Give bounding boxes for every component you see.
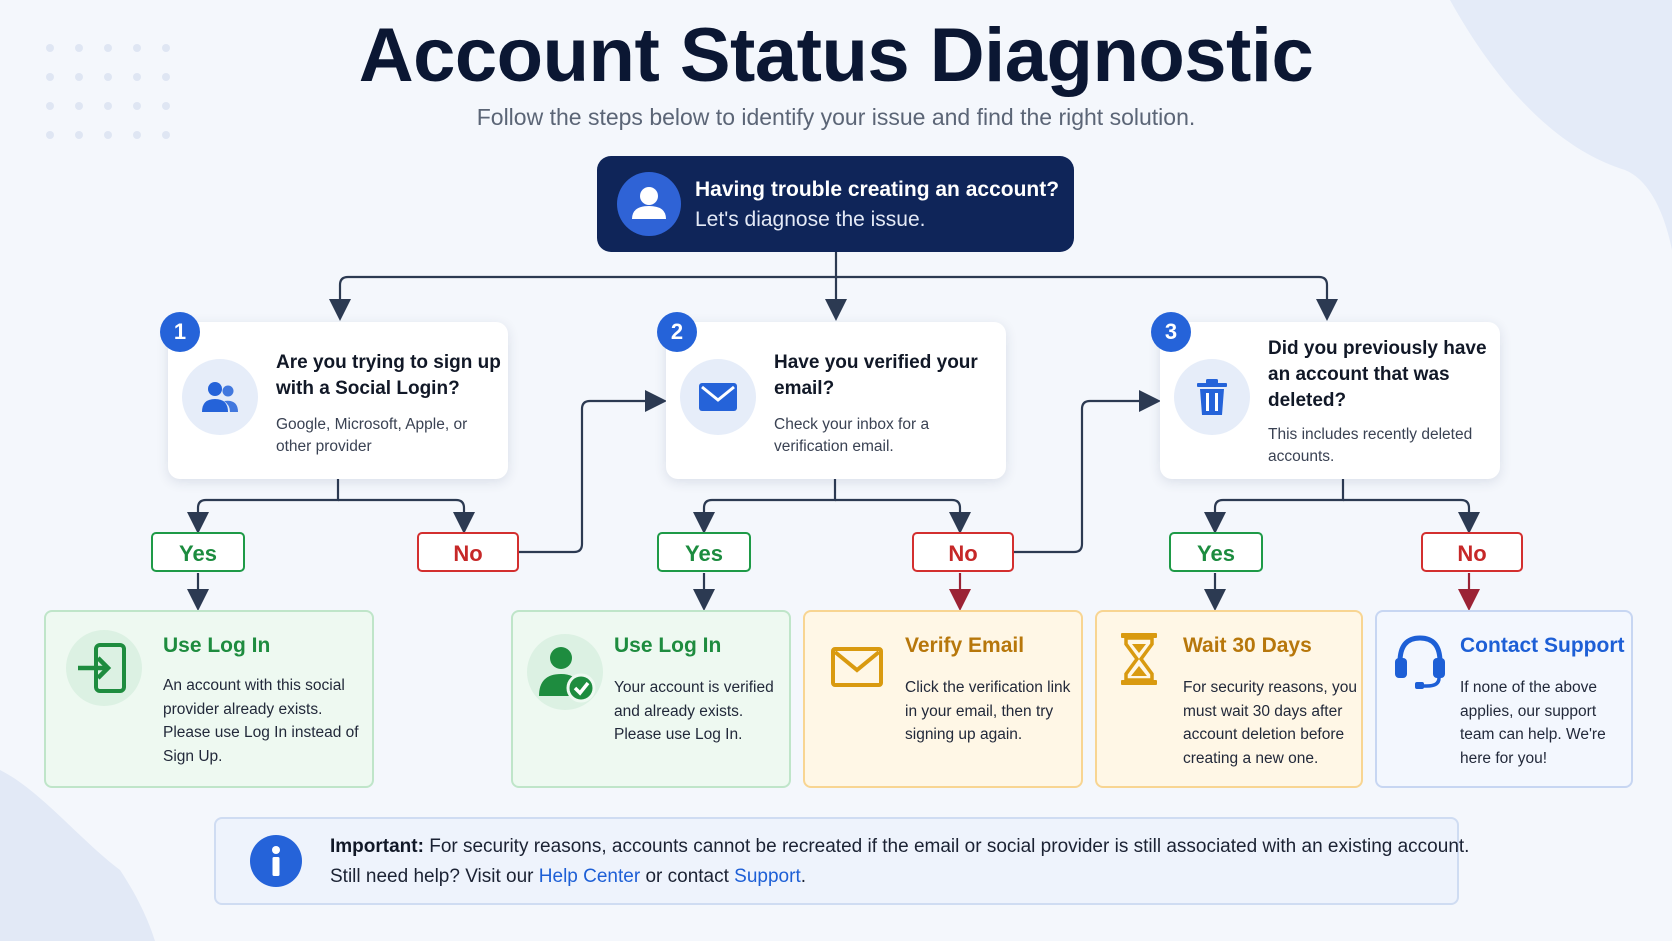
notice-help-suffix: . xyxy=(800,866,806,887)
question-card-1: Are you trying to sign up with a Social … xyxy=(168,322,508,479)
connector-start-q1 xyxy=(329,252,838,321)
question-text-3: Did you previously have an account that … xyxy=(1268,338,1487,411)
result-body-3: Click the verification link in your emai… xyxy=(905,679,1071,743)
result-title-1: Use Log In xyxy=(163,634,271,657)
start-line-2: Let's diagnose the issue. xyxy=(695,208,926,231)
answer-no-2: No xyxy=(912,532,1014,572)
question-card-3: Did you previously have an account that … xyxy=(1160,322,1500,479)
user-icon xyxy=(617,172,681,236)
page-title: Account Status Diagnostic xyxy=(358,13,1314,98)
result-body-2: Your account is verified and already exi… xyxy=(614,679,774,743)
question-text-1: Are you trying to sign up with a Social … xyxy=(276,352,501,399)
support-link[interactable]: Support xyxy=(734,866,801,887)
step-number-2: 2 xyxy=(657,312,697,352)
users-icon xyxy=(182,359,258,435)
connector-q2-no-q3 xyxy=(1013,390,1161,554)
question-detail-3: This includes recently deleted accounts. xyxy=(1268,426,1473,465)
result-title-5: Contact Support xyxy=(1460,634,1625,657)
answer-no-3: No xyxy=(1421,532,1523,572)
answer-yes-2: Yes xyxy=(657,532,751,572)
envelope-icon xyxy=(680,359,756,435)
result-card-verify-email: Verify Email Click the verification link… xyxy=(803,610,1083,788)
user-check-icon xyxy=(525,632,605,717)
question-detail-1: Google, Microsoft, Apple, or other provi… xyxy=(276,416,468,455)
important-notice: Important: For security reasons, account… xyxy=(214,817,1469,905)
answer-no-1: No xyxy=(417,532,519,572)
step-number-3: 3 xyxy=(1151,312,1191,352)
answer-yes-1: Yes xyxy=(151,532,245,572)
step-number-1: 1 xyxy=(160,312,200,352)
envelope-icon xyxy=(831,646,883,693)
answer-yes-3: Yes xyxy=(1169,532,1263,572)
connector-q3-no xyxy=(1343,498,1480,534)
trash-icon xyxy=(1174,359,1250,435)
notice-line-2: Still need help? Visit our Help Center o… xyxy=(330,866,806,888)
headset-icon xyxy=(1393,632,1447,695)
connector-q1-no-q2 xyxy=(519,390,667,554)
result-title-4: Wait 30 Days xyxy=(1183,634,1312,657)
result-body-1: An account with this social provider alr… xyxy=(163,677,359,765)
result-card-wait-30-days: Wait 30 Days For security reasons, you m… xyxy=(1095,610,1363,788)
notice-text: For security reasons, accounts cannot be… xyxy=(423,836,1470,857)
result-card-use-login-verified: Use Log In Your account is verified and … xyxy=(511,610,791,788)
result-body-4: For security reasons, you must wait 30 d… xyxy=(1183,679,1358,767)
connector-q1-no xyxy=(338,498,475,534)
notice-help-middle: or contact xyxy=(640,866,735,887)
question-text-2: Have you verified your email? xyxy=(774,352,978,399)
result-card-use-login-social: Use Log In An account with this social p… xyxy=(44,610,374,788)
result-card-contact-support: Contact Support If none of the above app… xyxy=(1375,610,1633,788)
help-center-link[interactable]: Help Center xyxy=(538,866,641,887)
notice-help-prefix: Still need help? Visit our xyxy=(330,866,539,887)
connector-q2-no xyxy=(835,498,971,534)
connector-q1-yes xyxy=(187,479,340,534)
result-title-2: Use Log In xyxy=(614,634,722,657)
login-icon xyxy=(64,628,144,713)
connector-q2-yes xyxy=(693,479,837,534)
result-title-3: Verify Email xyxy=(905,634,1025,657)
info-icon xyxy=(250,835,302,887)
page-subtitle: Follow the steps below to identify your … xyxy=(476,104,1196,130)
notice-line-1: Important: For security reasons, account… xyxy=(330,836,1469,858)
result-body-5: If none of the above applies, our suppor… xyxy=(1460,679,1606,767)
start-node: Having trouble creating an account? Let'… xyxy=(597,156,1074,252)
connector-start-q3 xyxy=(836,275,1338,321)
connector-q3-yes xyxy=(1204,479,1345,534)
hourglass-icon xyxy=(1119,632,1159,691)
start-line-1: Having trouble creating an account? xyxy=(695,178,1060,201)
question-card-2: Have you verified your email? Check your… xyxy=(666,322,1006,479)
notice-label: Important: xyxy=(330,836,424,857)
question-detail-2: Check your inbox for a verification emai… xyxy=(774,416,930,455)
